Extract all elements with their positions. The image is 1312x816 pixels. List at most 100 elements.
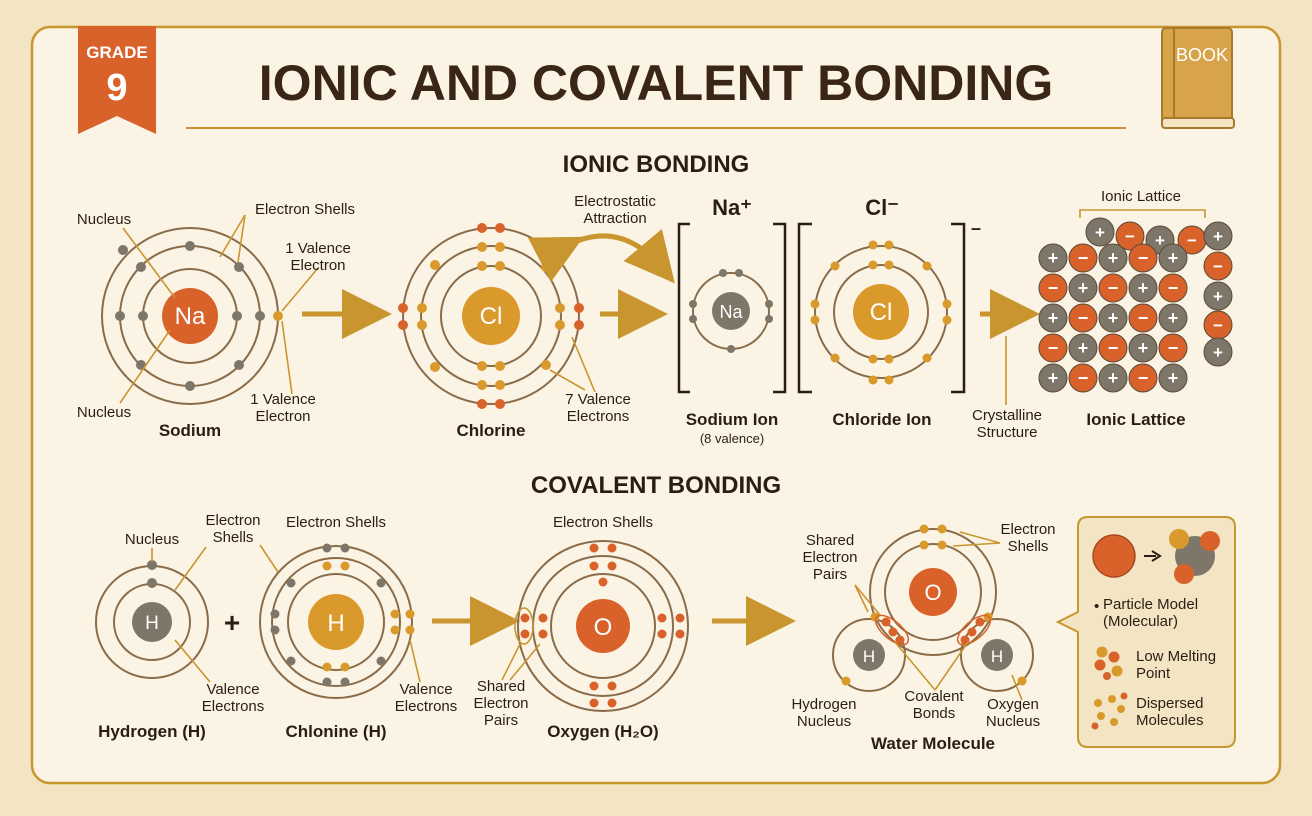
- legend-low-melting: Low Melting Point: [1136, 648, 1216, 682]
- sodium-ion-symbol: Na: [719, 302, 743, 322]
- lattice-cation: [1068, 273, 1098, 303]
- molecule-cluster-icon: [1169, 529, 1220, 584]
- lattice-anion: [1068, 243, 1098, 273]
- lattice-cation: [1038, 243, 1068, 273]
- chlorine-electrons-orange: [398, 223, 584, 409]
- lattice-cation: [1038, 363, 1068, 393]
- chlonine-valence-label: Valence Electrons: [395, 681, 458, 715]
- chlonine-atom: H: [259, 543, 415, 699]
- grade-number: 9: [106, 67, 127, 109]
- lattice-anion: [1128, 363, 1158, 393]
- sodium-symbol: Na: [175, 303, 206, 330]
- hydrogen-nucleus-label: Hydrogen Nucleus: [791, 696, 856, 730]
- lattice-ion-sign: −: [1138, 308, 1149, 328]
- lattice-ion-sign: −: [1168, 278, 1179, 298]
- legend-dispersed: Dispersed Molecules: [1136, 695, 1204, 729]
- electron-shells-label: Electron Shells: [255, 201, 355, 218]
- lattice-anion: [1128, 303, 1158, 333]
- lattice-anion: [1038, 333, 1068, 363]
- lattice-cation: [1098, 303, 1128, 333]
- lattice-ion-sign: −: [1138, 248, 1149, 268]
- lattice-ion-sign: +: [1095, 223, 1105, 242]
- lattice-ion-sign: +: [1155, 231, 1165, 250]
- lattice-ion-sign: −: [1213, 316, 1223, 335]
- particle-arrow-icon: [1144, 550, 1162, 562]
- lattice-ion-sign: +: [1078, 278, 1089, 298]
- legend-bullet: •: [1094, 598, 1099, 615]
- ionic-lattice-top-label: Ionic Lattice: [1101, 188, 1181, 205]
- water-shells-label: Electron Shells: [1000, 521, 1055, 555]
- lattice-cation: [1098, 243, 1128, 273]
- dispersed-molecules-icon: [1091, 692, 1128, 730]
- lattice-ion-sign: +: [1168, 368, 1179, 388]
- lattice-ion-sign: +: [1138, 278, 1149, 298]
- chloride-ion-bracket-right: [951, 222, 966, 394]
- lattice-ion-back: [1115, 221, 1145, 251]
- water-shared-label: Shared Electron Pairs: [802, 532, 857, 583]
- lattice-anion: [1098, 273, 1128, 303]
- lattice-anion: [1158, 333, 1188, 363]
- grade-label: GRADE: [86, 43, 147, 62]
- lattice-ion-sign: +: [1168, 308, 1179, 328]
- sodium-ion: Na: [689, 269, 773, 353]
- lattice-cation: [1158, 363, 1188, 393]
- chloride-ion-charge: Cl⁻: [865, 195, 899, 220]
- lattice-ion-sign: +: [1108, 308, 1119, 328]
- oxygen-shared-label: Shared Electron Pairs: [473, 678, 528, 729]
- lattice-anion: [1098, 333, 1128, 363]
- sodium-ion-bracket-right: [773, 222, 787, 394]
- sodium-ion-charge: Na⁺: [712, 195, 752, 220]
- sodium-caption: Sodium: [159, 421, 221, 440]
- lattice-ion-sign: −: [1108, 338, 1119, 358]
- sodium-ion-subcaption: (8 valence): [700, 431, 764, 446]
- chlorine-symbol: Cl: [480, 303, 503, 330]
- lattice-ion-sign: −: [1213, 257, 1223, 276]
- sodium-valence-electron: [273, 311, 283, 321]
- lattice-ion-sign: +: [1213, 287, 1223, 306]
- lattice-anion: [1158, 273, 1188, 303]
- chlonine-caption: Chlonine (H): [285, 722, 386, 741]
- chlonine-shells-label: Electron Shells: [286, 514, 386, 531]
- oxygen-nucleus-label: Oxygen Nucleus: [986, 696, 1040, 730]
- sodium-leaders: [119, 214, 319, 404]
- plus-sign: +: [224, 607, 240, 638]
- chloride-ion-bracket-sign: –: [971, 218, 981, 238]
- lattice-ion-back: [1203, 221, 1233, 251]
- water-hydrogen-right-symbol: H: [991, 647, 1003, 666]
- lattice-ion-back: [1203, 281, 1233, 311]
- lattice-ion-sign: +: [1078, 338, 1089, 358]
- chlonine-symbol: H: [327, 610, 344, 637]
- main-panel: [30, 25, 1282, 785]
- page-title: IONIC AND COVALENT BONDING: [259, 55, 1053, 111]
- oxygen-symbol: O: [594, 614, 613, 641]
- oxygen-shells-label: Electron Shells: [553, 514, 653, 531]
- hydrogen-valence-label: Valence Electrons: [202, 681, 265, 715]
- lattice-cation: [1158, 243, 1188, 273]
- chlorine-caption: Chlorine: [457, 421, 526, 440]
- sodium-valence-top-label: 1 Valence Electron: [285, 240, 351, 274]
- water-oxygen-symbol: O: [924, 580, 941, 605]
- properties-legend: • Particle Model (Molecular) Low Melting…: [1055, 516, 1236, 748]
- grade-badge: GRADE 9: [78, 26, 156, 134]
- water-molecule-caption: Water Molecule: [871, 734, 995, 753]
- lattice-ion-sign: −: [1048, 338, 1059, 358]
- attraction-arrow: [527, 228, 675, 284]
- ionic-heading: IONIC BONDING: [563, 151, 750, 178]
- chloride-ion-symbol: Cl: [870, 299, 893, 326]
- lattice-cation: [1068, 333, 1098, 363]
- lattice-cation: [1038, 303, 1068, 333]
- lattice-cation: [1128, 333, 1158, 363]
- lattice-cation: [1158, 303, 1188, 333]
- particle-single-icon: [1092, 534, 1136, 578]
- ionic-lattice: +−+−+−+−++−+−+−+−+−+−+−+−+−+−+−+−+: [1038, 217, 1233, 393]
- lattice-anion: [1128, 243, 1158, 273]
- lattice-anion: [1038, 273, 1068, 303]
- chlorine-valence-label: 7 Valence Electrons: [565, 391, 631, 425]
- hydrogen-symbol: H: [145, 613, 159, 634]
- sodium-electrons: [115, 241, 265, 391]
- low-melting-icon: [1094, 646, 1123, 680]
- lattice-ion-sign: +: [1213, 343, 1223, 362]
- sodium-nucleus: [162, 288, 218, 344]
- chloride-ion-caption: Chloride Ion: [832, 410, 931, 429]
- covalent-heading: COVALENT BONDING: [531, 472, 781, 499]
